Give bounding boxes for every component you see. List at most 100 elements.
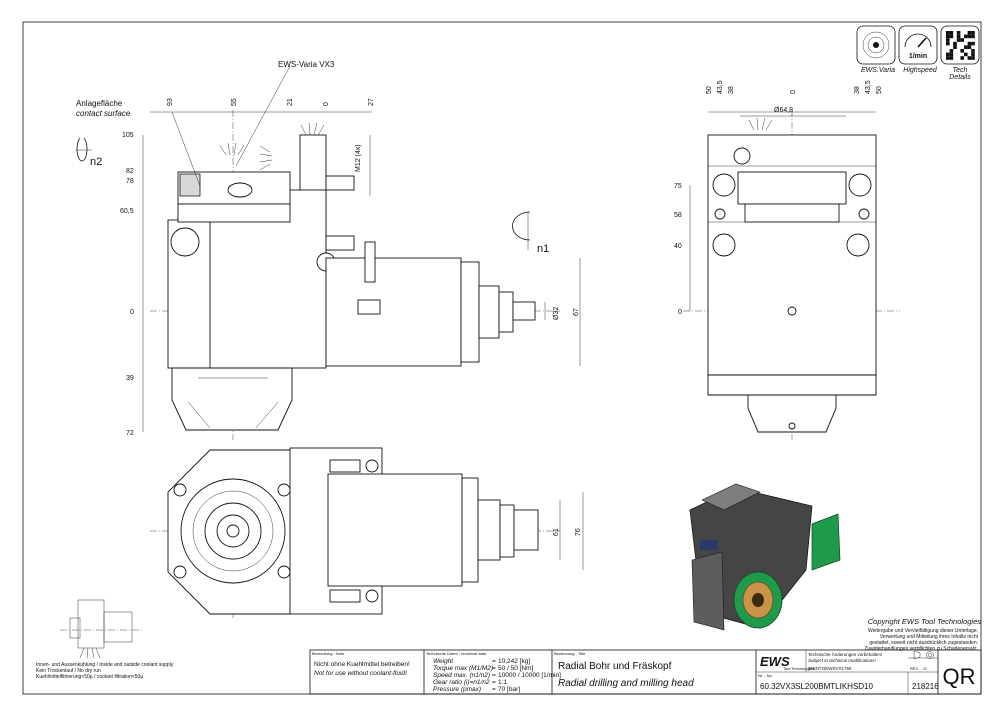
qr-code-icon[interactable]	[940, 25, 980, 65]
dim-50-left: 50	[706, 86, 713, 94]
ews-varia-icon-dot	[873, 42, 879, 48]
remark-en: Not for use without coolant-fluid!	[314, 670, 407, 677]
spec-sep-torque: =	[492, 665, 496, 672]
qr-cell	[946, 52, 950, 57]
dim-diameter-64-8: Ø64,8	[774, 107, 793, 114]
dim-72: 72	[126, 430, 134, 437]
dim-82: 82	[126, 168, 134, 175]
qr-cell	[967, 41, 972, 46]
dim-27: 27	[368, 98, 375, 106]
end-view-screw-6	[712, 233, 736, 257]
header-icon-label-varia: EWS.Varia	[861, 67, 895, 74]
qr-cell	[946, 56, 950, 60]
speedometer-icon-arc	[904, 33, 932, 48]
side-view-output-flange	[460, 261, 480, 363]
contact-surface-label-en: contact surface	[76, 109, 131, 118]
dim-50-right: 50	[876, 86, 883, 94]
top-view-bolt-5	[365, 459, 379, 473]
spec-value-pressure: 70 [bar]	[498, 686, 520, 693]
copyright-title: Copyright EWS Tool Technologies	[868, 617, 982, 626]
side-view-key	[364, 241, 376, 283]
header-icon-group: 1/min EWS.Varia Highspeed Tech Details	[856, 25, 980, 81]
rotation-n2-icon	[76, 137, 88, 162]
remark-de: Nicht ohne Kuehlmittel betreiben!	[314, 661, 410, 668]
side-view-stud-upper	[325, 175, 355, 191]
top-view-stud-lower	[329, 589, 361, 603]
qr-cell	[949, 49, 954, 53]
top-view-spindle-center	[226, 524, 240, 538]
dim-40: 40	[674, 243, 682, 250]
spec-value-weight: 10,242 [kg]	[498, 658, 530, 665]
dim-58: 58	[674, 212, 682, 219]
qr-cell	[953, 45, 957, 49]
top-view-output-flange	[461, 477, 479, 583]
spec-sep-gear: =	[492, 679, 496, 686]
spec-label-pressure: Pressure (pmax)	[433, 686, 481, 693]
rotation-n2-label: n2	[90, 156, 102, 168]
ident-value: DEWSVX1766	[822, 666, 852, 671]
qr-cell	[946, 38, 950, 42]
side-view-coolant-port	[170, 227, 200, 257]
contact-surface-leader	[150, 111, 201, 187]
dim-43-5-right: 43,5	[865, 80, 872, 94]
rotation-n1-label: n1	[537, 243, 549, 255]
copyright-line-4: Zuwiderhandlungen verpflichten zu Schade…	[864, 646, 978, 652]
spec-sep-pressure: =	[492, 686, 496, 693]
ident-label: IDENT	[808, 666, 822, 671]
qr-cell	[967, 56, 972, 60]
side-view-top-dims: 93 55 21 0 27	[167, 98, 375, 106]
tech-header: Technische Daten - technical data	[426, 651, 487, 656]
dim-105: 105	[122, 132, 134, 139]
qr-cell	[956, 38, 961, 42]
dim-67: 67	[573, 308, 580, 316]
qr-cell	[964, 45, 968, 49]
ews-varia-icon[interactable]	[856, 25, 896, 65]
qr-cell	[946, 34, 950, 39]
coolant-note-1: Innen- und Aussenkühlung / Inside and ou…	[36, 662, 174, 668]
side-view-tool-flutes	[187, 401, 279, 429]
side-view-coolant-spray-3	[300, 122, 325, 136]
qr-cell	[971, 56, 975, 60]
render-collet-bore	[752, 593, 764, 607]
qr-cell	[971, 41, 975, 46]
spec-label-torque: Torque max (M1/M2)	[433, 665, 493, 672]
qr-cell	[967, 34, 972, 39]
qr-cell	[960, 49, 964, 53]
end-view-left-dims: 75 58 40 0	[674, 183, 682, 316]
top-view-collet	[499, 504, 515, 558]
side-view-shaft	[512, 301, 536, 321]
side-view-contact-base	[177, 203, 291, 223]
render-side-block	[691, 551, 725, 631]
end-view-tool-tip	[788, 422, 796, 430]
end-view-coolant-spray	[748, 117, 773, 131]
top-view-bolt-4	[277, 565, 291, 579]
product-label-leader	[235, 65, 291, 167]
qr-cell	[949, 31, 954, 35]
end-view-top-dims: 50 43,5 38 0 38 43,5 50	[706, 80, 883, 94]
qr-cell	[953, 41, 957, 46]
coolant-diagram	[60, 599, 142, 659]
spec-value-speed: 10000 / 10000 [1/min]	[498, 672, 561, 679]
side-view-tool-holder	[171, 367, 293, 431]
qr-cell	[960, 56, 964, 60]
coolant-diagram-spray	[79, 647, 101, 659]
dim-0-end-left: 0	[678, 309, 682, 316]
title-en: Radial drilling and milling head	[558, 678, 694, 689]
side-view-collet	[498, 291, 514, 333]
speedometer-icon[interactable]	[898, 25, 938, 65]
side-view-coolant-spray-1	[219, 142, 245, 156]
top-view-flange-ring	[192, 490, 274, 572]
rev-label: REV.	[910, 666, 919, 671]
top-view-bolt-1	[173, 483, 187, 497]
dim-0-end: 0	[790, 90, 797, 94]
top-view-shaft	[513, 509, 539, 551]
dim-93: 93	[167, 98, 174, 106]
qr-cell	[946, 31, 950, 35]
end-view-screw-7	[846, 233, 870, 257]
title-de: Radial Bohr und Fräskopf	[558, 661, 672, 672]
coolant-notes: Innen- und Aussenkühlung / Inside and ou…	[36, 662, 174, 680]
end-view-screw-3	[848, 173, 872, 197]
end-view-screw-2	[712, 173, 736, 197]
side-view-stud-lower	[325, 235, 355, 251]
end-view	[683, 110, 900, 440]
